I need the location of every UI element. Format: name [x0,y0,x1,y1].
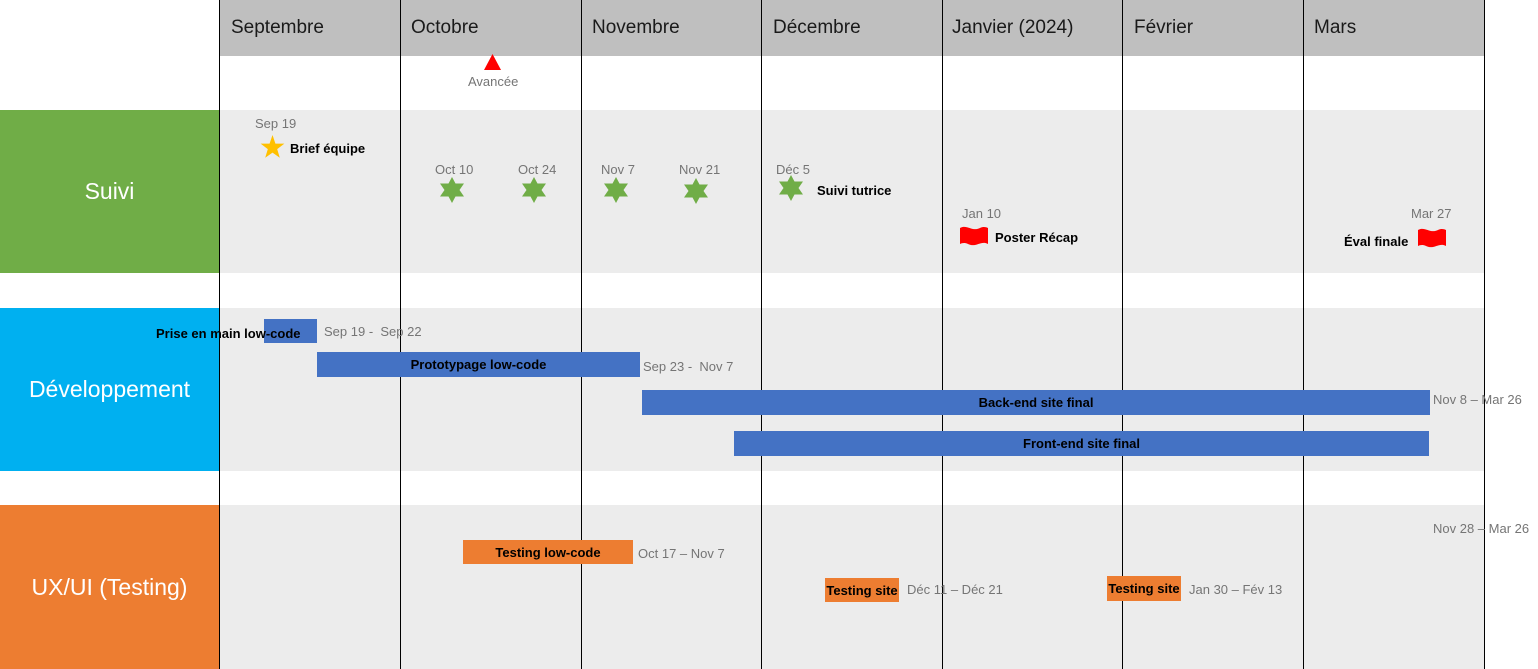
six-point-star-icon [602,177,630,203]
task-range: Oct 17 – Nov 7 [638,546,725,561]
triangle-up-icon [484,54,501,70]
task-label: Back-end site final [978,395,1094,410]
task-range: Jan 30 – Fév 13 [1189,582,1283,597]
month-header [220,0,1485,56]
six-point-star-icon [682,178,710,204]
month-gridline [400,0,401,669]
milestone-label: Poster Récap [995,230,1079,245]
month-gridline [1303,0,1304,669]
month-label: Février [1134,17,1194,38]
task-range: Sep 19 - Sep 22 [324,324,422,339]
milestone-label: Brief équipe [290,141,366,156]
category-label: Développement [28,376,191,402]
six-point-star-icon [520,177,548,203]
task-label: Prise en main low-code [156,326,301,341]
month-gridline [1122,0,1123,669]
milestone-date: Sep 19 [255,116,297,131]
month-label: Janvier (2024) [952,17,1074,38]
task-label: Front-end site final [1023,436,1140,451]
task-bar: Front-end site final [734,431,1429,456]
month-gridline [219,0,220,669]
task-label: Testing site [1108,581,1180,596]
task-bar: Back-end site final [642,390,1430,415]
month-label: Mars [1314,17,1357,38]
six-point-star-icon [438,177,466,203]
today-marker-label: Avancée [468,74,519,89]
month-label: Octobre [411,17,479,38]
month-gridline [1484,0,1485,669]
task-bar [264,319,317,343]
category-ux: UX/UI (Testing) [0,505,219,669]
star-icon [260,135,285,159]
milestone-date: Oct 10 [435,162,474,177]
task-bar: Testing site [825,578,899,602]
month-gridline [942,0,943,669]
task-bar: Testing site [1107,576,1181,601]
milestone-date: Jan 10 [962,206,1002,221]
flag-icon [1417,227,1447,249]
milestone-date: Oct 24 [518,162,557,177]
category-suivi: Suivi [0,110,219,273]
suivi-band [220,110,1485,273]
flag-icon [959,225,989,247]
category-label: UX/UI (Testing) [31,573,188,600]
milestone-date: Déc 5 [776,162,810,177]
milestone-date: Mar 27 [1411,206,1452,221]
task-bar: Prototypage low-code [317,352,640,377]
task-range: Nov 8 – Mar 26 [1433,392,1522,407]
month-label: Novembre [592,17,680,38]
milestone-date: Nov 21 [679,162,721,177]
task-label: Testing site [826,582,898,598]
category-developpement: Développement [0,308,219,471]
milestone-label: Suivi tutrice [817,183,892,198]
task-range: Sep 23 - Nov 7 [643,359,734,374]
six-point-star-icon [777,175,805,201]
task-label: Prototypage low-code [410,357,547,372]
task-bar: Testing low-code [463,540,633,564]
task-range: Déc 11 – Déc 21 [907,582,1003,597]
month-label: Décembre [773,17,861,38]
month-gridline [761,0,762,669]
milestone-date: Nov 7 [601,162,635,177]
milestone-label: Éval finale [1344,234,1409,249]
category-label: Suivi [84,178,135,204]
month-gridline [581,0,582,669]
task-range: Nov 28 – Mar 26 [1433,521,1530,536]
month-label: Septembre [231,17,324,38]
task-label: Testing low-code [495,544,601,560]
